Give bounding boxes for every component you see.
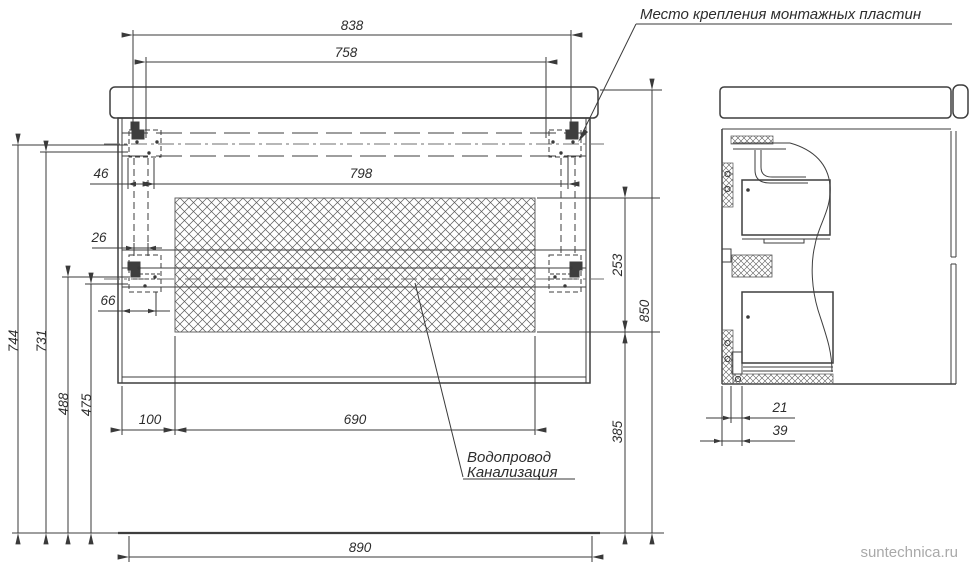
dim-488: 488: [56, 392, 71, 415]
plumbing-label-line2: Канализация: [467, 464, 558, 481]
wall-bracket-upper: [721, 162, 734, 208]
dim-475: 475: [79, 393, 94, 416]
dim-100: 100: [139, 412, 162, 427]
mounting-plate-lower-left: [127, 254, 162, 293]
dimension-texts: 838 758 46 798 26 66 100 690 890 744 731…: [6, 18, 788, 555]
lower-drawer-box: [741, 291, 834, 372]
dim-66: 66: [100, 293, 116, 308]
dim-253: 253: [610, 253, 625, 277]
mounting-plate-upper-right: [548, 121, 582, 158]
mounting-plate-lower-right: [548, 254, 583, 293]
hatched-opening-area: [174, 197, 536, 333]
basin-break-curve: [789, 142, 833, 373]
plumbing-label-line1: Водопровод: [467, 449, 551, 466]
plumbing-leader-line: [414, 282, 464, 478]
countertop-front-edge: [952, 84, 969, 119]
side-view: [719, 84, 969, 385]
watermark: suntechnica.ru: [860, 544, 958, 561]
dim-46: 46: [93, 166, 109, 181]
front-dimensions: [12, 30, 662, 562]
annotation-texts: Место крепления монтажных пластин Водопр…: [467, 6, 958, 561]
upper-drawer-box: [741, 179, 831, 244]
countertop-front: [109, 86, 599, 119]
dim-385: 385: [610, 420, 625, 443]
mounting-plate-upper-left: [128, 121, 162, 158]
dim-731: 731: [34, 330, 49, 353]
cabinet-foot: [731, 351, 743, 375]
wall-bracket-lower: [721, 329, 734, 385]
dim-850: 850: [637, 299, 652, 322]
dim-744: 744: [6, 330, 21, 353]
leaders: [414, 23, 952, 480]
bottom-panel-section: [732, 373, 834, 385]
mounting-plates-label: Место крепления монтажных пластин: [640, 6, 921, 23]
front-view: [12, 86, 664, 535]
dim-21: 21: [771, 400, 787, 415]
dim-758: 758: [335, 45, 358, 60]
dim-690: 690: [344, 412, 367, 427]
countertop-side: [719, 86, 952, 119]
dim-890: 890: [349, 540, 372, 555]
dim-26: 26: [90, 230, 107, 245]
cabinet-body: [117, 117, 591, 384]
mid-bracket-section: [731, 254, 773, 278]
back-rail-section: [730, 135, 774, 145]
side-dimensions: [700, 386, 795, 446]
mounting-leader-line: [579, 23, 637, 139]
dim-798: 798: [350, 166, 373, 181]
dim-838: 838: [341, 18, 364, 33]
dim-39: 39: [772, 423, 788, 438]
